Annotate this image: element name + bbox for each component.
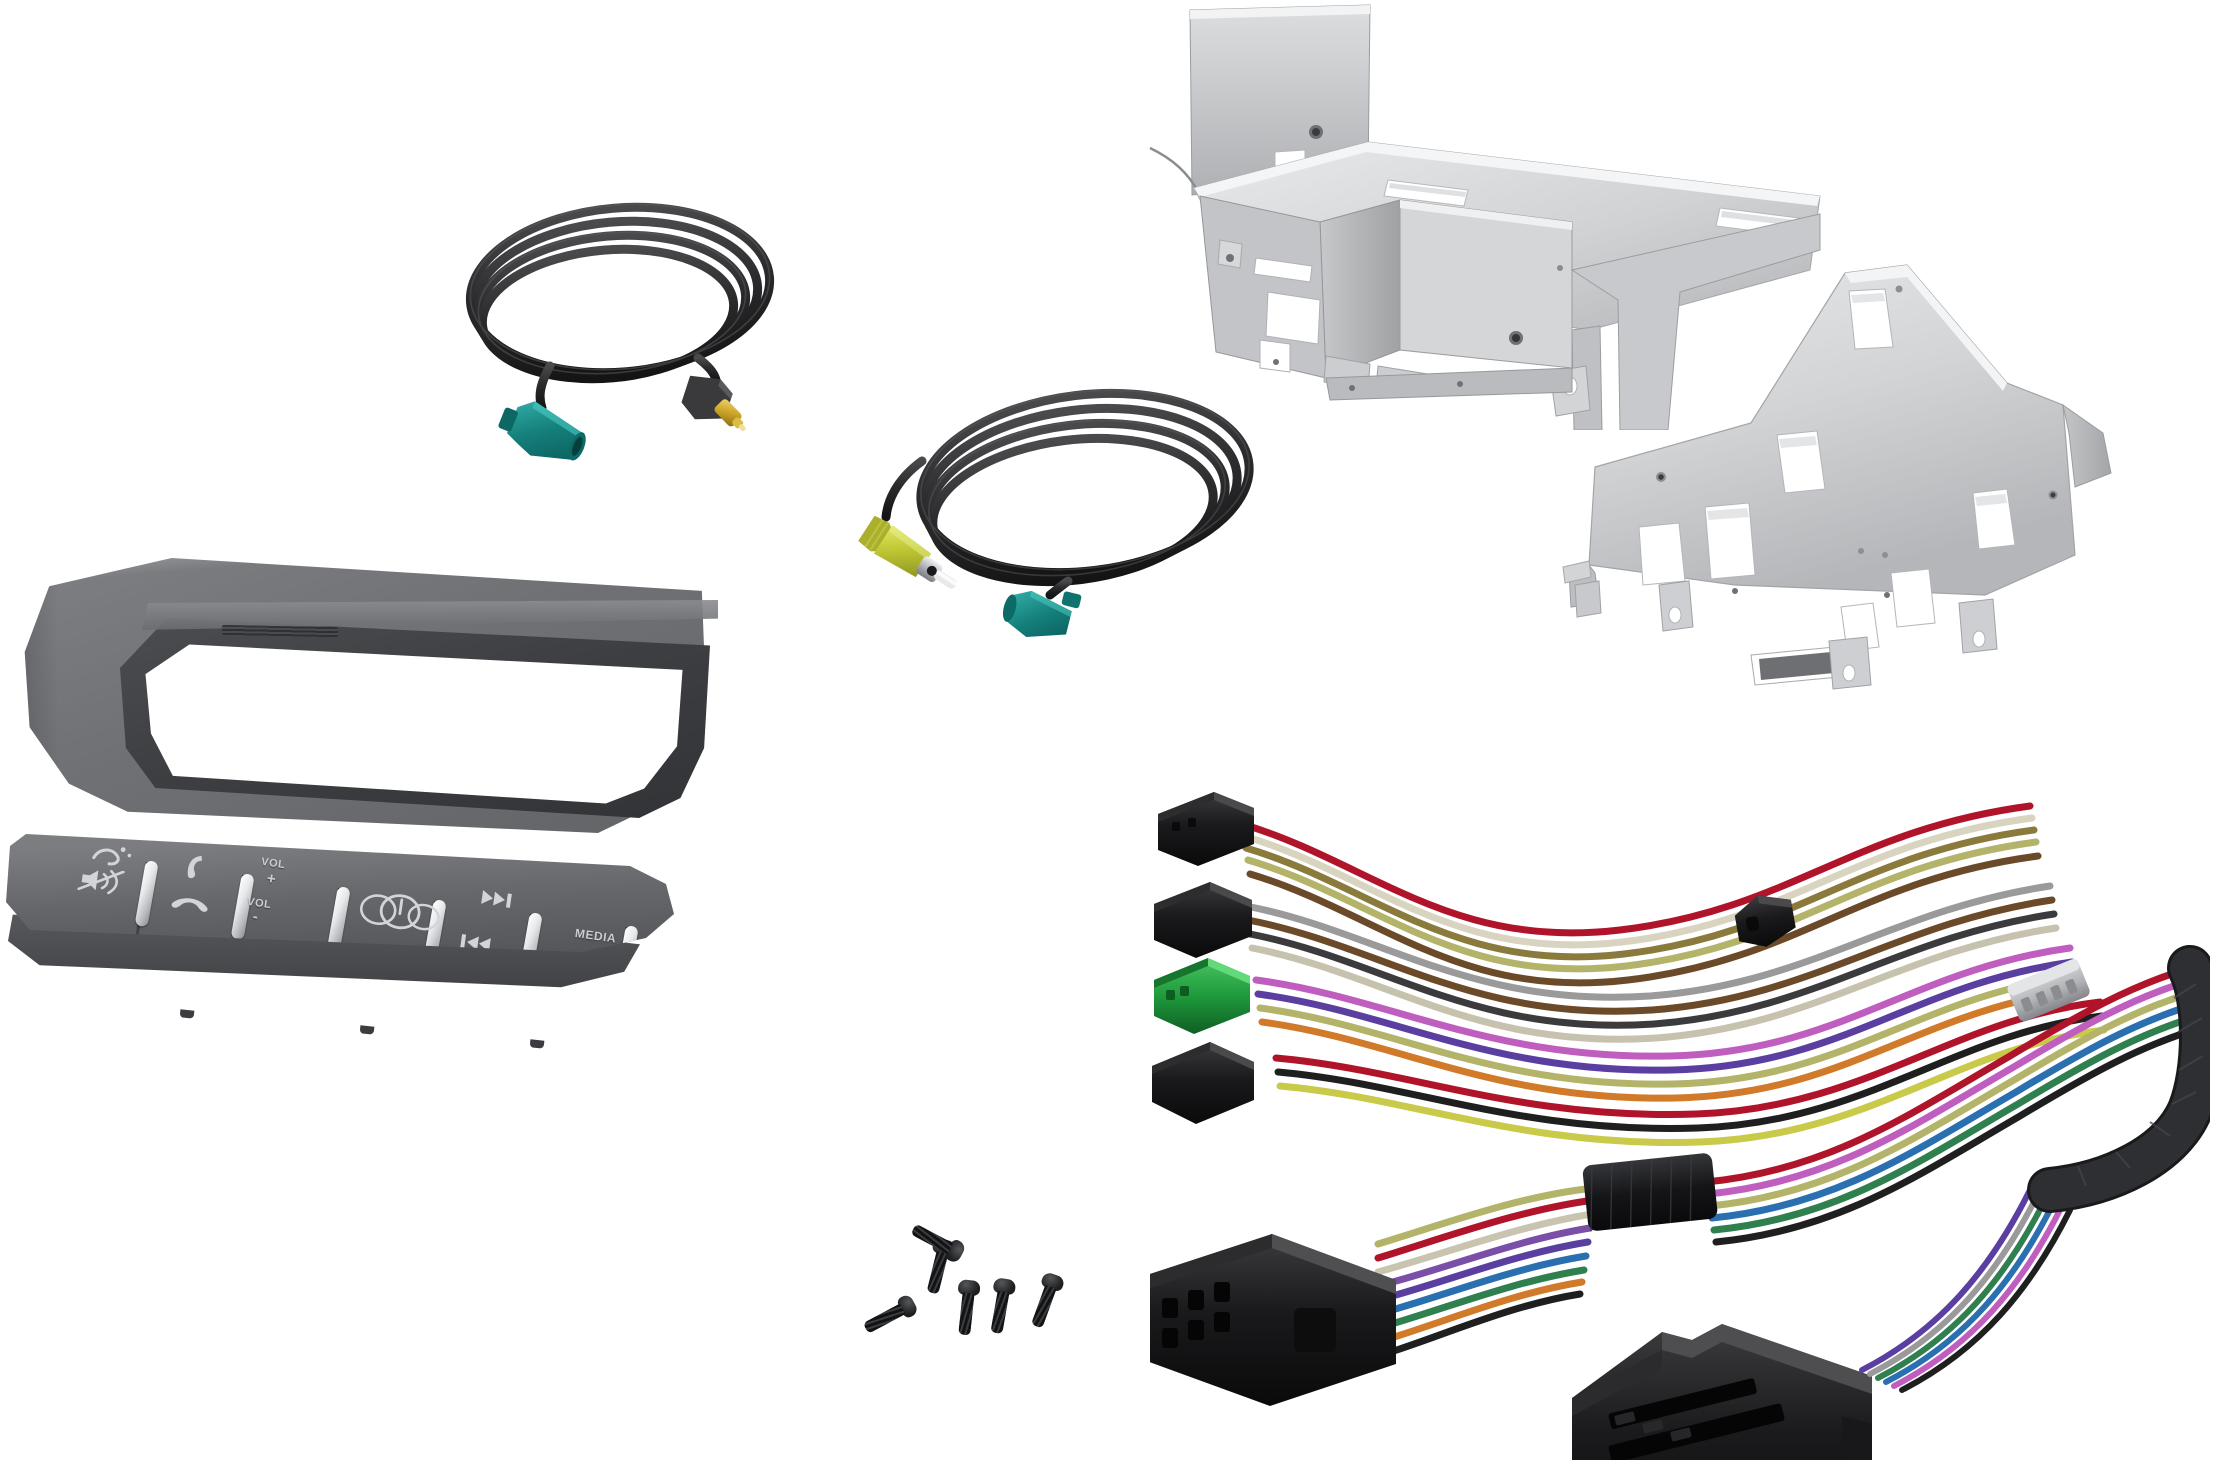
grey-connector: [2007, 959, 2090, 1022]
bracket-right: [1555, 255, 2185, 715]
video-cable-svg: [858, 388, 1254, 637]
source-rings-icon[interactable]: [352, 886, 453, 941]
wiring-harness: [1144, 770, 2217, 1470]
scene-title: Car stereo fascia installation kit: [0, 0, 1, 1]
fascia-aperture-opening: [145, 644, 683, 804]
screw-shaft: [990, 1290, 1010, 1335]
harness-sleeve: [1582, 1153, 1718, 1232]
dash-fascia-panel: VOL + VOL -: [0, 540, 1000, 1140]
bracket-right-svg: [1562, 264, 2112, 690]
preset-1-label[interactable]: 1: [682, 926, 698, 950]
din-antenna-connector: [681, 375, 746, 432]
antenna-cable-svg: [465, 202, 775, 461]
mounting-screws: [862, 1223, 1145, 1415]
iso-connector-black-a: [1158, 792, 1254, 866]
quadlock-connector-black: [1572, 1324, 1872, 1470]
bracket-left-svg: [1149, 4, 1821, 431]
screw-shaft: [910, 1223, 954, 1254]
screw-shaft: [862, 1303, 906, 1334]
fascia-foot-3: [529, 1039, 545, 1049]
wiring-harness-svg: [1144, 792, 2217, 1470]
iso-connector-green: [1154, 958, 1250, 1034]
fascia-foot-1: [179, 1009, 195, 1019]
mini-connector-black: [1734, 895, 1796, 947]
fascia-foot-2: [359, 1025, 375, 1035]
preset-2-label[interactable]: 2: [674, 960, 690, 984]
rca-connector-yellow: [858, 515, 957, 589]
iso-connector-black-b: [1154, 882, 1252, 958]
mute-speaker-icon[interactable]: [76, 865, 127, 897]
fakra-connector-teal-video: [1002, 590, 1082, 637]
screw-shaft: [958, 1292, 975, 1336]
bracket-left: [1120, 0, 1880, 431]
antenna-cable: [430, 170, 800, 470]
iso-connector-black-d: [1144, 1234, 1396, 1406]
next-track-icon[interactable]: [479, 888, 515, 911]
phone-answer-icon[interactable]: [180, 850, 210, 883]
harness-tape-loop: [2027, 945, 2217, 1213]
video-cable: [850, 365, 1280, 655]
voice-command-icon[interactable]: [86, 841, 135, 873]
fascia-button-strip: VOL + VOL -: [6, 834, 698, 984]
phone-hangup-icon[interactable]: [167, 889, 214, 919]
iso-connector-black-c: [1152, 1042, 1254, 1124]
fakra-connector-teal: [498, 401, 586, 461]
screw-shaft: [1030, 1284, 1057, 1329]
